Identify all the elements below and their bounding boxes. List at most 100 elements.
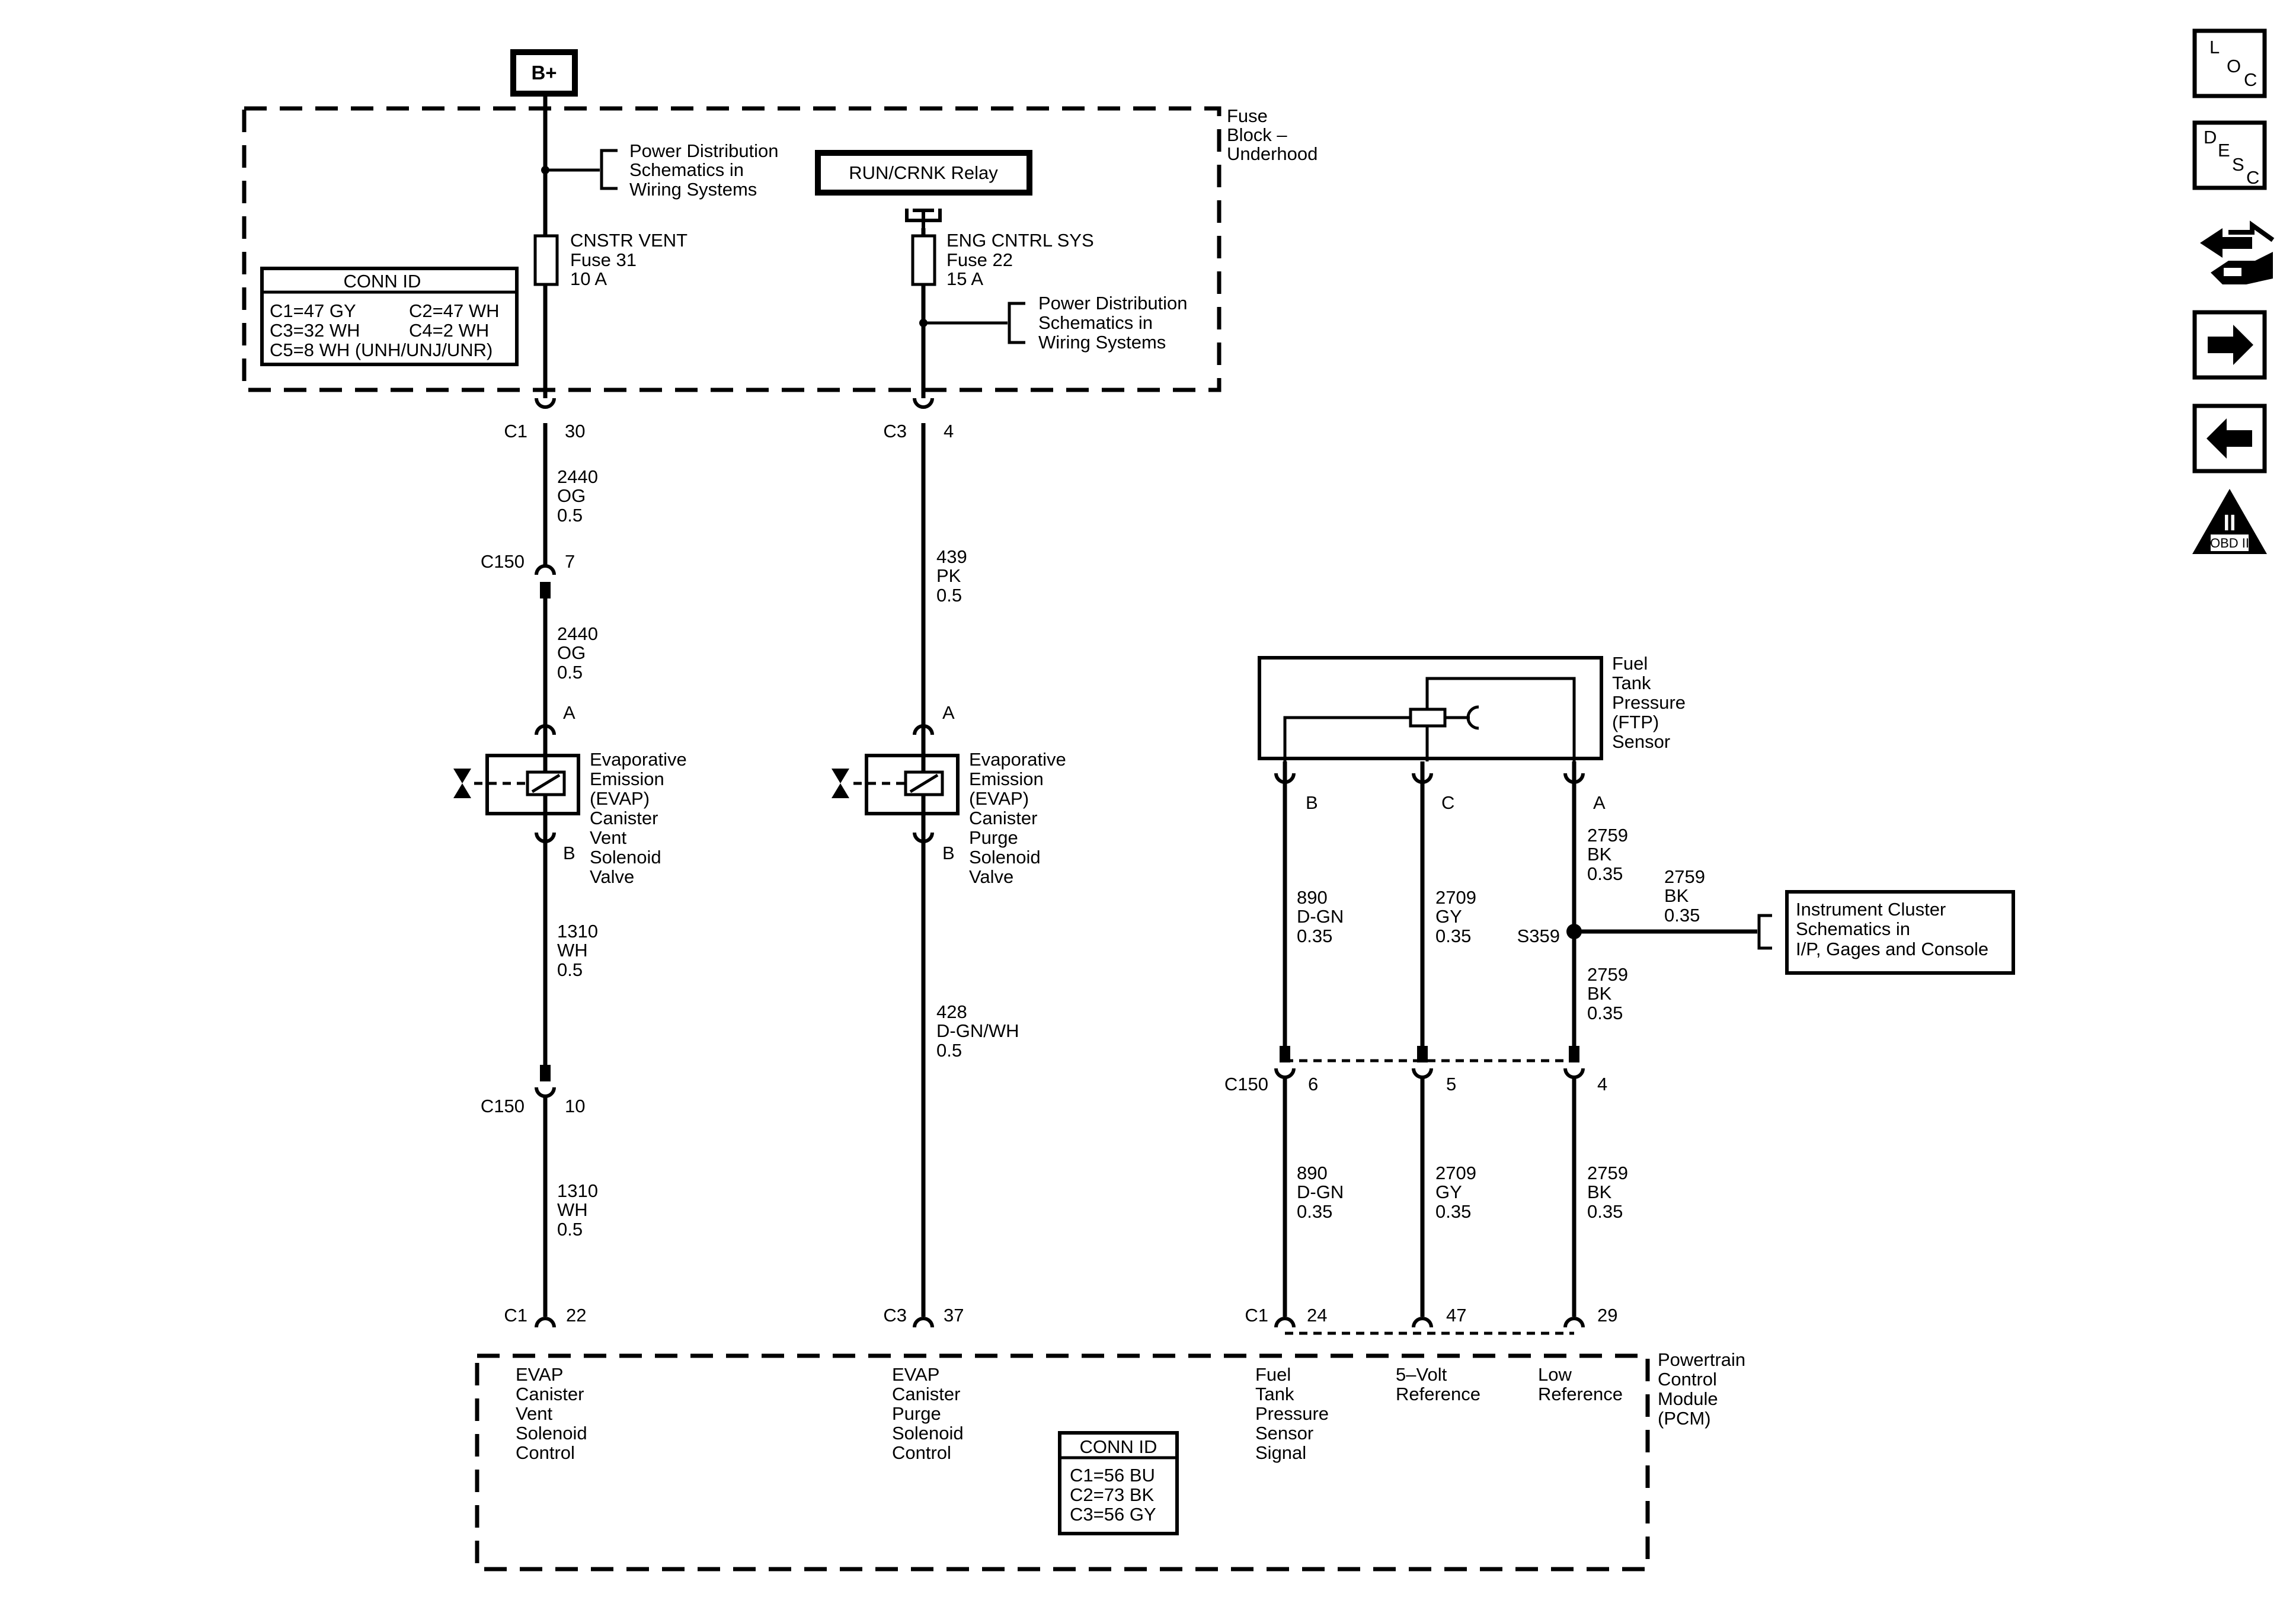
arrow-right-icon[interactable] bbox=[2192, 310, 2267, 380]
svg-text:0.5: 0.5 bbox=[557, 1219, 583, 1240]
fuse-block-name-1: Fuse bbox=[1227, 105, 1268, 126]
connector-end-view-icon[interactable] bbox=[2200, 220, 2275, 284]
conn-id-c4: C4=2 WH bbox=[409, 320, 489, 341]
loc-icon[interactable]: L O C bbox=[2192, 28, 2267, 98]
svg-text:0.5: 0.5 bbox=[557, 959, 583, 980]
fuse-vent-name: CNSTR VENT bbox=[570, 230, 687, 251]
svg-text:0.35: 0.35 bbox=[1297, 1201, 1332, 1222]
fuse-eng-rating: 15 A bbox=[946, 268, 983, 289]
svg-text:0.5: 0.5 bbox=[936, 585, 962, 606]
wire-1310-upper: 1310 WH 0.5 bbox=[557, 921, 598, 980]
svg-text:GY: GY bbox=[1435, 906, 1462, 927]
svg-text:Sensor: Sensor bbox=[1612, 731, 1670, 752]
obd-ii-icon[interactable]: OBD II II bbox=[2192, 489, 2267, 554]
svg-text:WH: WH bbox=[557, 940, 588, 961]
pin-purge-b: B bbox=[942, 843, 955, 863]
svg-text:Evaporative: Evaporative bbox=[969, 749, 1066, 770]
svg-text:Purge: Purge bbox=[969, 827, 1018, 848]
svg-text:Canister: Canister bbox=[969, 808, 1037, 828]
power-distribution-ref-1: Power Distribution Schematics in Wiring … bbox=[541, 140, 779, 200]
label-c1-bottom: C1 bbox=[504, 1305, 527, 1326]
evap-canister-purge-solenoid-valve: Evaporative Emission (EVAP) Canister Pur… bbox=[832, 724, 1066, 887]
svg-text:2759: 2759 bbox=[1664, 866, 1705, 887]
svg-text:S: S bbox=[2232, 154, 2244, 175]
svg-text:Sensor: Sensor bbox=[1255, 1423, 1313, 1443]
pcm-vent-control-label: EVAP Canister Vent Solenoid Control bbox=[516, 1364, 587, 1463]
svg-text:L: L bbox=[2209, 37, 2220, 57]
conn-id-c2: C2=47 WH bbox=[409, 300, 499, 321]
wire-890-lower: 890 D-GN 0.35 bbox=[1297, 1163, 1344, 1222]
svg-text:Reference: Reference bbox=[1396, 1384, 1480, 1404]
svg-text:CONN ID: CONN ID bbox=[1080, 1436, 1157, 1457]
pin-purge-a: A bbox=[942, 702, 955, 723]
powertrain-control-module: Powertrain Control Module (PCM) bbox=[475, 1349, 1745, 1571]
svg-text:GY: GY bbox=[1435, 1182, 1462, 1202]
svg-text:Pressure: Pressure bbox=[1255, 1403, 1329, 1424]
desc-icon[interactable]: D E S C bbox=[2192, 120, 2267, 190]
svg-text:2759: 2759 bbox=[1587, 964, 1628, 985]
label-c3-bottom: C3 bbox=[883, 1305, 907, 1326]
pin-c1-30: 30 bbox=[565, 421, 585, 441]
svg-text:0.5: 0.5 bbox=[936, 1040, 962, 1061]
wire-890-upper: 890 D-GN 0.35 bbox=[1297, 887, 1344, 946]
svg-text:0.35: 0.35 bbox=[1587, 1201, 1623, 1222]
power-dist-1-line-1: Power Distribution bbox=[629, 140, 779, 161]
svg-text:Emission: Emission bbox=[590, 769, 664, 789]
svg-text:BK: BK bbox=[1587, 844, 1612, 865]
power-dist-2-line-1: Power Distribution bbox=[1038, 293, 1188, 313]
fuse-eng-cntrl-sys: ENG CNTRL SYS Fuse 22 15 A bbox=[911, 230, 1094, 289]
svg-text:Reference: Reference bbox=[1538, 1384, 1623, 1404]
svg-text:Signal: Signal bbox=[1255, 1442, 1306, 1463]
conn-id-title: CONN ID bbox=[344, 271, 421, 292]
fuse-vent-number: Fuse 31 bbox=[570, 249, 637, 270]
pin-c150-7: 7 bbox=[565, 551, 575, 572]
svg-text:890: 890 bbox=[1297, 887, 1328, 908]
pin-ftp-c: C bbox=[1441, 792, 1454, 813]
svg-text:I/P, Gages and Console: I/P, Gages and Console bbox=[1796, 939, 1988, 959]
pin-c150-4: 4 bbox=[1597, 1074, 1607, 1094]
arrow-left-icon[interactable] bbox=[2192, 404, 2267, 473]
svg-text:Schematics in: Schematics in bbox=[1796, 918, 1910, 939]
pin-ftp-b: B bbox=[1306, 792, 1318, 813]
svg-text:0.35: 0.35 bbox=[1587, 1003, 1623, 1023]
svg-text:Vent: Vent bbox=[590, 827, 626, 848]
label-c150-right: C150 bbox=[1224, 1074, 1268, 1094]
svg-text:Canister: Canister bbox=[516, 1384, 584, 1404]
pin-c150-10: 10 bbox=[565, 1096, 585, 1116]
svg-text:Low: Low bbox=[1538, 1364, 1572, 1385]
power-dist-1-line-2: Schematics in bbox=[629, 159, 744, 180]
wire-428: 428 D-GN/WH 0.5 bbox=[936, 1001, 1019, 1061]
svg-text:OBD II: OBD II bbox=[2210, 536, 2249, 550]
svg-text:(FTP): (FTP) bbox=[1612, 712, 1659, 732]
svg-text:0.35: 0.35 bbox=[1587, 863, 1623, 884]
svg-text:0.35: 0.35 bbox=[1297, 926, 1332, 946]
svg-text:PK: PK bbox=[936, 565, 961, 586]
pin-c1-47: 47 bbox=[1446, 1305, 1466, 1326]
svg-text:Pressure: Pressure bbox=[1612, 692, 1686, 713]
fuel-tank-pressure-sensor: Fuel Tank Pressure (FTP) Sensor bbox=[1258, 653, 1686, 761]
svg-text:EVAP: EVAP bbox=[892, 1364, 939, 1385]
wire-2709-upper: 2709 GY 0.35 bbox=[1435, 887, 1476, 946]
svg-text:BK: BK bbox=[1587, 1182, 1612, 1202]
svg-text:Fuel: Fuel bbox=[1612, 653, 1648, 674]
svg-text:1310: 1310 bbox=[557, 921, 598, 942]
pin-c1-24: 24 bbox=[1307, 1305, 1327, 1326]
svg-text:WH: WH bbox=[557, 1199, 588, 1220]
instrument-cluster-ref: Instrument Cluster Schematics in I/P, Ga… bbox=[1757, 890, 2015, 975]
svg-text:II: II bbox=[2223, 511, 2236, 536]
pin-c3-37: 37 bbox=[944, 1305, 964, 1326]
svg-text:890: 890 bbox=[1297, 1163, 1328, 1183]
power-distribution-ref-2: Power Distribution Schematics in Wiring … bbox=[919, 293, 1188, 353]
svg-text:C3=56 GY: C3=56 GY bbox=[1070, 1504, 1156, 1525]
wire-2440-upper: 2440 OG 0.5 bbox=[557, 466, 598, 526]
wire-2759-lower: 2759 BK 0.35 bbox=[1587, 1163, 1628, 1222]
wire-2440-lower: 2440 OG 0.5 bbox=[557, 623, 598, 683]
wire-2759-top: 2759 BK 0.35 bbox=[1587, 825, 1628, 884]
pin-c150-5: 5 bbox=[1446, 1074, 1456, 1094]
fuse-block-underhood: Fuse Block – Underhood bbox=[242, 105, 1318, 392]
pcm-5v-reference-label: 5–Volt Reference bbox=[1396, 1364, 1480, 1404]
svg-text:D-GN: D-GN bbox=[1297, 906, 1344, 927]
label-c1-right: C1 bbox=[1245, 1305, 1268, 1326]
svg-text:C1=56 BU: C1=56 BU bbox=[1070, 1465, 1155, 1486]
